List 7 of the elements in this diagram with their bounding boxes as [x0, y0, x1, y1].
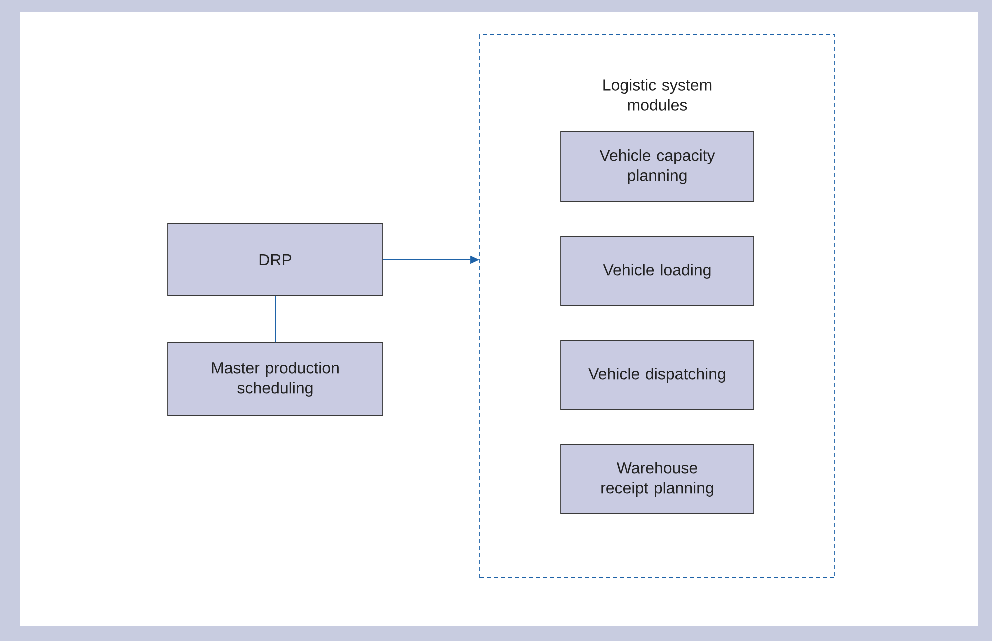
process-box: Vehicle loading — [560, 236, 754, 306]
process-box: Warehouse receipt planning — [560, 444, 754, 514]
process-box: Vehicle capacity planning — [560, 132, 754, 202]
process-box: Master production scheduling — [168, 342, 384, 416]
process-box: DRP — [168, 224, 384, 296]
connector-line — [275, 296, 276, 344]
process-box: Vehicle dispatching — [560, 340, 754, 410]
